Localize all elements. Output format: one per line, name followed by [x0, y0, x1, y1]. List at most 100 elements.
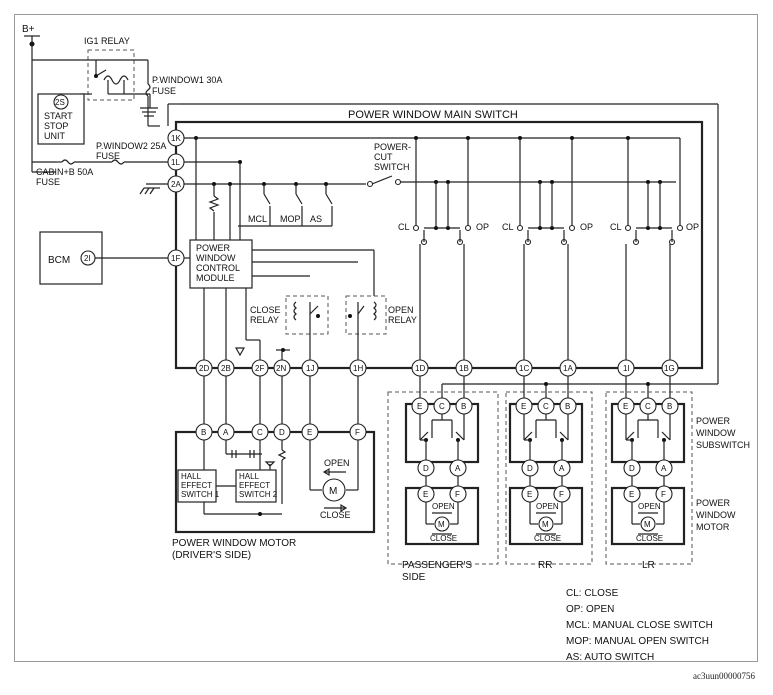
close-relay-label: CLOSE — [250, 305, 281, 315]
sub-pin-d: D — [423, 464, 429, 473]
switch-bank-passenger: CL OP — [398, 182, 489, 360]
mop-label: MOP — [280, 214, 301, 224]
close-label: CLOSE — [534, 534, 561, 543]
close-relay: CLOSE RELAY — [250, 295, 329, 360]
motor-symbol: M — [329, 486, 337, 497]
left-pins: 1K 1L 2A 1F — [167, 129, 185, 267]
start-stop-pin: 2S — [55, 98, 65, 107]
motor-label: WINDOW — [696, 510, 736, 520]
sub-pin-e: E — [417, 402, 422, 411]
pin-1f: 1F — [171, 254, 180, 263]
motor-pin-d: D — [279, 428, 285, 437]
sub-pin-a: A — [559, 464, 565, 473]
motor-label: POWER — [696, 498, 731, 508]
bcm: BCM 2I — [39, 231, 190, 285]
diagram-frame — [14, 14, 758, 662]
passenger-label: SIDE — [402, 572, 426, 583]
sub-pin-a: A — [661, 464, 667, 473]
legend-item: CL: CLOSE — [566, 588, 619, 599]
sub-pin-c: C — [543, 402, 549, 411]
lr-label: LR — [642, 560, 655, 571]
close-label: CLOSE — [320, 510, 351, 520]
sub-pin-c: C — [439, 402, 445, 411]
bcm-label: BCM — [48, 255, 70, 266]
hall2-label: SWITCH 2 — [239, 490, 278, 499]
mcl-label: MCL — [248, 214, 267, 224]
pin-1g: 1G — [664, 364, 675, 373]
rr-label: RR — [538, 560, 552, 571]
legend: CL: CLOSE OP: OPEN MCL: MANUAL CLOSE SWI… — [566, 588, 713, 663]
motor-pin-f: F — [661, 490, 666, 499]
sub-pin-b: B — [565, 402, 570, 411]
sub-pin-d: D — [629, 464, 635, 473]
cl-label: CL — [502, 222, 514, 232]
motor-pin-f: F — [355, 428, 360, 437]
bcm-pin: 2I — [84, 254, 91, 263]
cabin-fuse-label: CABIN+B 50A — [36, 167, 93, 177]
start-stop-label: START — [44, 111, 73, 121]
ig1-relay-label: IG1 RELAY — [84, 36, 130, 46]
sub-pin-e: E — [521, 402, 526, 411]
pin-1c: 1C — [519, 364, 529, 373]
sub-pin-a: A — [455, 464, 461, 473]
b-plus-label: B+ — [22, 24, 35, 35]
internal-bus — [184, 136, 681, 240]
main-switch: POWER WINDOW MAIN SWITCH — [174, 109, 704, 370]
legend-item: MCL: MANUAL CLOSE SWITCH — [566, 620, 713, 631]
open-label: OPEN — [432, 502, 455, 511]
hall1-label: EFFECT — [181, 481, 212, 490]
power-cut-label: CUT — [374, 152, 393, 162]
pwindow2-fuse-label: FUSE — [96, 151, 120, 161]
motor-pin-e: E — [307, 428, 312, 437]
driver-motor-label: (DRIVER'S SIDE) — [172, 550, 251, 561]
control-module: POWER WINDOW CONTROL MODULE — [189, 239, 375, 360]
motor-pin-b: B — [201, 428, 206, 437]
legend-item: MOP: MANUAL OPEN SWITCH — [566, 636, 709, 647]
pin-2a: 2A — [171, 180, 181, 189]
close-label: CLOSE — [430, 534, 457, 543]
power-cut-label: POWER- — [374, 142, 411, 152]
power-cut-switch: POWER- CUT SWITCH — [366, 142, 411, 188]
motor-pin-e: E — [527, 490, 532, 499]
sub-pin-c: C — [645, 402, 651, 411]
pin-1a: 1A — [563, 364, 573, 373]
pin-1b: 1B — [459, 364, 469, 373]
cabin-fuse: CABIN+B 50A FUSE — [36, 159, 168, 187]
pin-2d: 2D — [199, 364, 209, 373]
subswitch-label: POWER — [696, 416, 731, 426]
open-label: OPEN — [536, 502, 559, 511]
pin-1l: 1L — [171, 158, 180, 167]
module-label: CONTROL — [196, 263, 240, 273]
open-relay-label: OPEN — [388, 305, 414, 315]
motor-pin-e: E — [423, 490, 428, 499]
start-stop-label: STOP — [44, 121, 68, 131]
start-stop-unit: 2S START STOP UNIT — [37, 93, 85, 145]
op-label: OP — [476, 222, 489, 232]
pin-1d: 1D — [415, 364, 425, 373]
motor-pin-f: F — [455, 490, 460, 499]
pwindow1-fuse: P.WINDOW1 30A FUSE — [145, 75, 222, 127]
bottom-pins: 2D 2B 2F 2N 1J 1H 1D 1B 1C 1A 1I 1G — [195, 359, 679, 377]
motor-symbol: M — [644, 520, 651, 529]
driver-motor: B A C D E F HALL EFFECT SWITCH 1 HALL EF… — [172, 376, 376, 561]
sub-pin-d: D — [527, 464, 533, 473]
open-label: OPEN — [324, 458, 350, 468]
hall2-label: HALL — [239, 472, 260, 481]
sub-pin-e: E — [623, 402, 628, 411]
motor-symbol: M — [542, 520, 549, 529]
open-relay-label: RELAY — [388, 315, 417, 325]
switch-bank-rr: CL OP — [502, 182, 593, 360]
pwindow1-fuse-label: FUSE — [152, 86, 176, 96]
mode-switches: MCL MOP AS — [208, 184, 333, 240]
open-label: OPEN — [638, 502, 661, 511]
pwindow2-fuse-label: P.WINDOW2 25A — [96, 141, 166, 151]
module-label: MODULE — [196, 273, 235, 283]
ig1-relay: IG1 RELAY — [60, 36, 158, 117]
op-label: OP — [686, 222, 699, 232]
as-label: AS — [310, 214, 322, 224]
cabin-fuse-label: FUSE — [36, 177, 60, 187]
cl-label: CL — [610, 222, 622, 232]
